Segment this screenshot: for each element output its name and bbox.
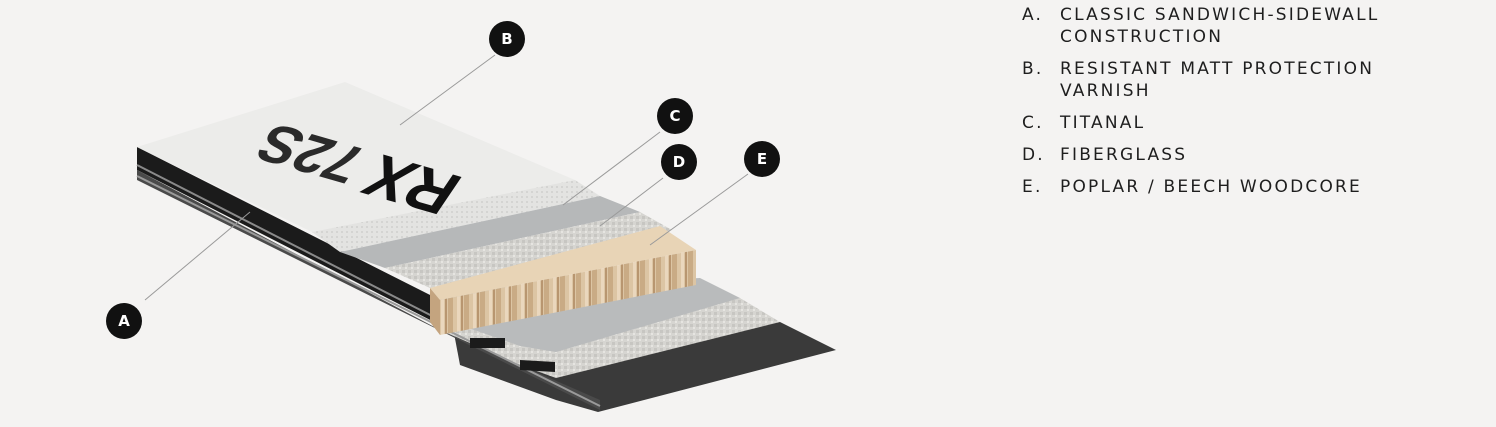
legend-text: TITANAL	[1060, 113, 1146, 133]
legend-text: POPLAR / BEECH WOODCORE	[1060, 177, 1362, 197]
leader-line-b	[399, 54, 496, 126]
callout-badge-b: B	[489, 21, 525, 57]
legend-item-d: D. FIBERGLASS	[1022, 144, 1462, 166]
leader-line-c	[562, 131, 661, 206]
callout-letter-b: B	[501, 30, 512, 48]
legend-text: CLASSIC SANDWICH-SIDEWALL CONSTRUCTION	[1060, 5, 1380, 47]
fiberglass-layer	[385, 212, 672, 288]
top-sheet	[137, 82, 575, 232]
varnish-band	[312, 180, 600, 252]
callout-badge-c: C	[657, 98, 693, 134]
woodcore-top	[430, 226, 696, 300]
steel-edge	[136, 164, 441, 321]
edge-step-1	[470, 338, 505, 348]
legend-item-c: C. TITANAL	[1022, 112, 1462, 134]
sidewall-base-edge	[137, 170, 600, 410]
callout-badge-e: E	[744, 141, 780, 177]
legend-key: B.	[1022, 59, 1044, 79]
callout-letter-c: C	[669, 107, 680, 125]
legend-key: C.	[1022, 113, 1044, 133]
ski-construction-diagram: RX 72S A B C D E	[106, 21, 836, 412]
titanal-layer	[340, 196, 640, 268]
leader-line-e	[649, 173, 749, 246]
legend-text: FIBERGLASS	[1060, 145, 1188, 165]
legend-key: D.	[1022, 145, 1045, 165]
woodcore-front	[440, 250, 696, 335]
legend-item-e: E. POPLAR / BEECH WOODCORE	[1022, 176, 1462, 198]
leader-line-d	[599, 177, 664, 227]
legend-text: RESISTANT MATT PROTECTION VARNISH	[1060, 59, 1375, 101]
legend-item-a: A. CLASSIC SANDWICH-SIDEWALL CONSTRUCTIO…	[1022, 4, 1462, 48]
callout-letter-a: A	[118, 312, 130, 330]
legend-item-b: B. RESISTANT MATT PROTECTION VARNISH	[1022, 58, 1462, 102]
callout-letter-d: D	[673, 153, 685, 171]
construction-legend: A. CLASSIC SANDWICH-SIDEWALL CONSTRUCTIO…	[1022, 4, 1462, 208]
callout-badge-a: A	[106, 303, 142, 339]
legend-key: A.	[1022, 5, 1044, 25]
leader-line-a	[144, 211, 251, 301]
woodcore-side	[430, 288, 440, 335]
callout-letter-e: E	[757, 150, 767, 168]
legend-key: E.	[1022, 177, 1043, 197]
edge-step-2	[520, 360, 555, 372]
callout-badge-d: D	[661, 144, 697, 180]
